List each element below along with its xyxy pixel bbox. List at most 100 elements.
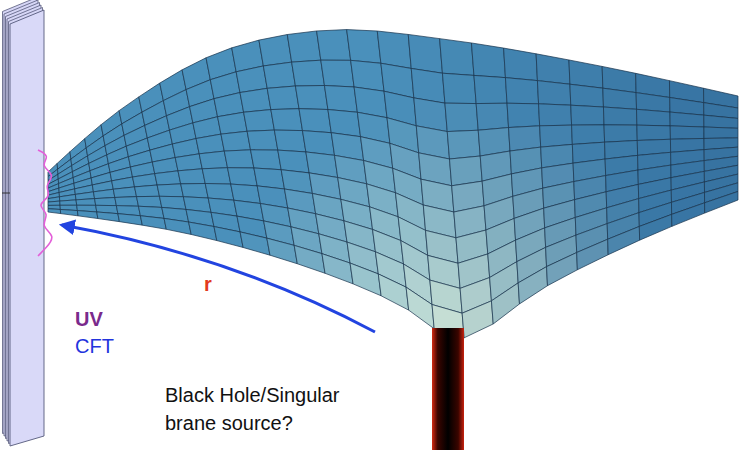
mesh-cell [202,168,230,184]
mesh-cell [214,227,243,248]
mesh-cell [224,150,254,168]
mesh-cell [570,84,604,107]
tick-mark [2,193,10,194]
brane-stack [2,0,44,446]
mesh-cell [135,185,160,197]
mesh-cell [569,60,603,88]
mesh-cell [271,109,303,131]
mesh-cell [411,68,445,103]
mesh-cell [93,189,114,198]
mesh-cell [537,81,570,106]
mesh-cell [199,151,227,169]
mesh-cell [236,66,267,93]
mesh-cell [351,60,384,91]
source-question-note: Black Hole/Singular brane source? [165,381,375,437]
mesh-cell [408,34,442,73]
mesh-cell [244,110,275,132]
mesh-cell [60,209,78,215]
mesh-cell [608,226,640,254]
mesh-cell [637,125,671,140]
mesh-cell [539,104,572,126]
mesh-cell [324,85,357,112]
mesh-cell [292,60,325,86]
mesh-cell [445,103,478,131]
mesh-cell [572,125,605,144]
mesh-cell [247,130,278,150]
mesh-cell [704,115,738,128]
mesh-cell [189,222,217,241]
mesh-cell [670,112,704,127]
mesh-cell [294,245,325,273]
radial-coordinate-label: r [204,270,212,298]
mesh-cell [267,238,297,264]
mesh-cell [447,130,480,159]
cft-label: CFT [75,332,114,360]
radial-arrow [62,225,375,332]
mesh-cell [133,174,158,187]
mesh-cell [175,154,202,171]
mesh-cell [218,112,248,134]
mesh-cell [205,184,234,201]
mesh-cell [474,75,507,103]
mesh-cell [547,253,578,286]
mesh-cell [48,201,60,205]
mesh-cell [504,48,538,81]
mesh-cell [672,203,705,227]
mesh-cell [97,212,120,222]
mesh-cell [228,168,258,186]
mesh-cell [317,30,351,61]
mesh-cell [118,214,142,225]
mesh-cell [571,105,604,125]
mesh-cell [278,150,309,173]
mesh-cell [378,274,408,310]
spacetime-mesh [48,30,738,338]
mesh-cell [577,239,608,270]
mesh-cell [442,73,476,103]
mesh-cell [540,125,573,147]
mesh-cell [48,209,61,214]
mesh-cell [221,131,251,151]
mesh-cell [95,197,117,205]
mesh-cell [60,200,77,205]
mesh-cell [347,30,381,64]
brane-plane [10,10,44,446]
mesh-cell [637,109,671,126]
mesh-cell [440,39,474,76]
mesh-cell [140,216,166,230]
mesh-cell [287,31,321,62]
mesh-cell [536,54,570,84]
mesh-cell [518,267,547,304]
mesh-cell [377,31,411,68]
mesh-cell [603,107,636,125]
mesh-cell [509,126,541,151]
mesh-cell [350,263,381,296]
mesh-cell [491,283,519,324]
mesh-cell [196,134,224,154]
uv-label: UV [75,305,103,333]
mesh-cell [113,187,136,198]
mesh-cell [704,127,738,138]
mesh-cell [274,130,305,152]
string-excitation [38,150,52,256]
mesh-cell [76,199,96,206]
mesh-cell [295,85,327,109]
mesh-cell [449,156,482,186]
mesh-cell [77,211,97,219]
mesh-cell [267,86,299,110]
mesh-cell [259,35,292,66]
mesh-cell [299,109,331,133]
mesh-cell [322,254,353,284]
mesh-cell [321,60,354,87]
mesh-cell [505,78,538,104]
mesh-cell [302,131,334,156]
mesh-cell [603,88,637,109]
mesh-cell [462,301,493,338]
mesh-cell [263,62,295,88]
mesh-cell [155,171,181,185]
mesh-cell [115,197,139,207]
mesh-cell [157,184,183,197]
mesh-cell [471,43,505,78]
mesh-cell [240,88,271,112]
